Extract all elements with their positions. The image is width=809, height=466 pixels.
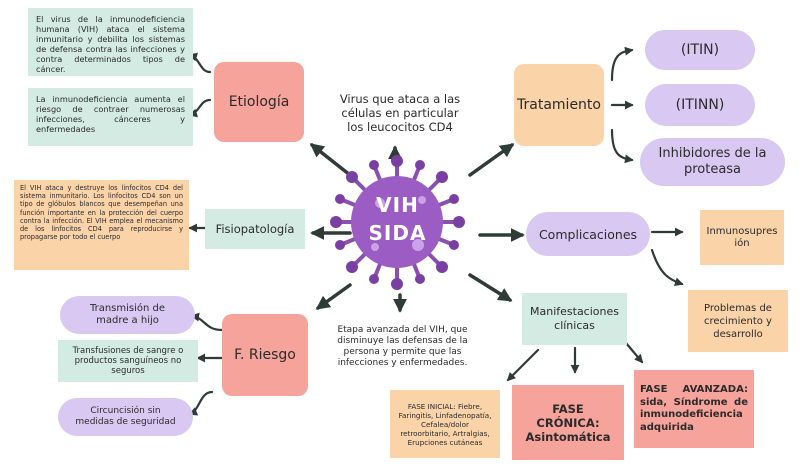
bottom-caption: Etapa avanzada del VIH, que disminuye la… [337, 325, 468, 368]
center-title-sida: SIDA [368, 221, 427, 245]
etiologia-note-2: La inmunodeficiencia aumenta el riesgo d… [28, 88, 193, 146]
etiologia-note-1: El virus de la inmunodeficiencia humana … [28, 8, 193, 76]
fisiopatologia-node: Fisiopatología [205, 209, 305, 249]
manifestaciones-node: Manifestaciones clínicas [522, 293, 627, 345]
tratamiento-item-itinn: (ITINN) [645, 84, 755, 126]
tratamiento-node: Tratamiento [514, 64, 604, 146]
riesgo-item-1: Transmisión de madre a hijo [60, 296, 195, 334]
tratamiento-item-itin: (ITIN) [645, 30, 755, 70]
fase-inicial: FASE INICIAL: Fiebre, Faringitis, Linfad… [390, 390, 500, 458]
center-title-vih: VIH [376, 193, 419, 217]
riesgo-node: F. Riesgo [222, 314, 308, 396]
riesgo-item-3: Circuncisión sin medidas de seguridad [58, 398, 193, 436]
top-caption: Virus que ataca a las células en particu… [339, 92, 461, 134]
fase-cronica: FASE CRÓNICA: Asintomática [512, 385, 624, 460]
virus-icon [330, 155, 465, 290]
fase-avanzada: FASE AVANZADA: sida, Síndrome de inmunod… [634, 370, 754, 448]
etiologia-node: Etiología [214, 62, 304, 142]
complicaciones-item-crecimiento: Problemas de crecimiento y desarrollo [688, 290, 788, 352]
complicaciones-node: Complicaciones [526, 212, 650, 256]
tratamiento-item-proteasa: Inhibidores de la proteasa [640, 138, 785, 186]
complicaciones-item-inmuno: Inmunosupresión [700, 210, 784, 265]
riesgo-item-2: Transfusiones de sangre o productos sang… [58, 340, 198, 382]
virus-illustration: VIH SIDA [330, 155, 465, 290]
fisiopatologia-note: El VIH ataca y destruye los linfocitos C… [14, 180, 189, 270]
